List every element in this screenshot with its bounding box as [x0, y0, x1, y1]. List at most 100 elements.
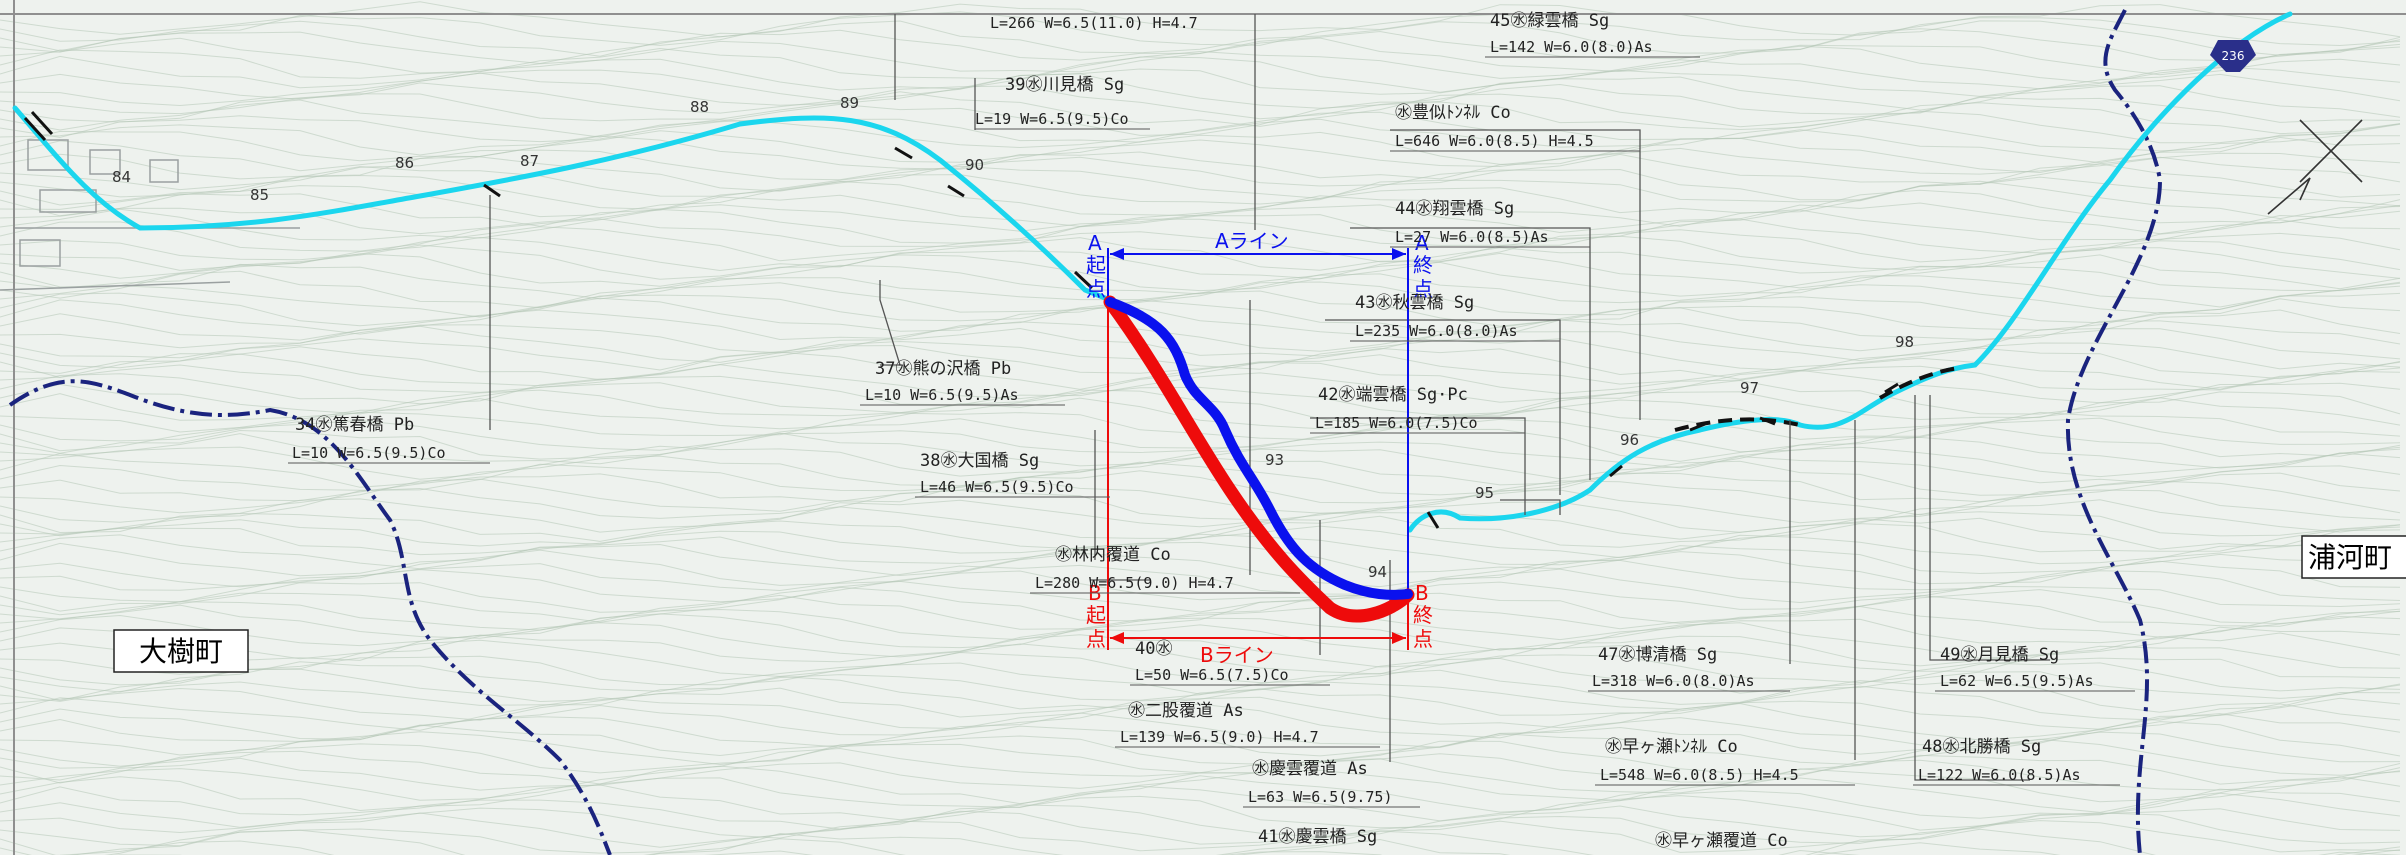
- contour-line: [0, 45, 2401, 84]
- contour-line: [0, 163, 2401, 201]
- a-start-text-2: 点: [1086, 277, 1106, 301]
- svg-text:㊌早ヶ瀬ﾄﾝﾈﾙ Co: ㊌早ヶ瀬ﾄﾝﾈﾙ Co: [1605, 737, 1738, 757]
- contour-line: [0, 397, 2401, 433]
- structure-label: 47㊌博清橋 Sg L=318 W=6.0(8.0)As: [1588, 645, 1790, 692]
- tunnel-dashes: [1674, 366, 1961, 432]
- structure-label: 40㊌ L=50 W=6.5(7.5)Co: [1130, 639, 1330, 686]
- svg-text:L=19 W=6.5(9.5)Co: L=19 W=6.5(9.5)Co: [975, 110, 1129, 128]
- contour-line: [0, 541, 2401, 577]
- contour-line: [0, 721, 2401, 757]
- kilo-post-label: 86: [395, 154, 414, 172]
- contour-line: [0, 452, 2401, 488]
- a-start-marker: A 起 点: [1086, 231, 1106, 301]
- contour-line: [0, 129, 2400, 165]
- contour-line: [0, 549, 2401, 588]
- contour-line: [0, 765, 2401, 805]
- b-start-marker: B 起 点: [1086, 581, 1106, 651]
- contour-line: [0, 622, 2401, 660]
- a-start-text-1: 起: [1086, 253, 1106, 277]
- svg-text:㊌早ヶ瀬覆道 Co: ㊌早ヶ瀬覆道 Co: [1655, 831, 1788, 851]
- town-boundary-left: [8, 379, 612, 855]
- b-end-marker: B 終 点: [1413, 581, 1433, 651]
- north-arrow-icon: [2267, 119, 2363, 215]
- contour-line: [0, 757, 2401, 794]
- contour-line: [0, 632, 2401, 668]
- svg-text:49㊌月見橋 Sg: 49㊌月見橋 Sg: [1940, 645, 2059, 665]
- structure-label: ㊌豊似ﾄﾝﾈﾙ Co L=646 W=6.0(8.5) H=4.5: [1390, 103, 1640, 152]
- leader-lines: [489, 14, 2050, 781]
- contour-line: [0, 379, 2401, 416]
- contour-line: [0, 66, 2401, 102]
- kilo-post-label: 88: [690, 98, 709, 116]
- contour-line: [0, 639, 2401, 677]
- route-b-line: [1103, 295, 1415, 623]
- svg-text:L=10 W=6.5(9.5)As: L=10 W=6.5(9.5)As: [865, 386, 1019, 404]
- svg-text:L=142 W=6.0(8.0)As: L=142 W=6.0(8.0)As: [1490, 38, 1653, 56]
- svg-text:45㊌緑雲橋 Sg: 45㊌緑雲橋 Sg: [1490, 11, 1609, 31]
- contour-line: [0, 351, 2401, 390]
- contour-line: [0, 99, 2401, 138]
- contour-line: [0, 20, 2401, 57]
- route-a-line: [1105, 297, 1413, 600]
- contour-line: [0, 344, 2401, 381]
- svg-text:㊌豊似ﾄﾝﾈﾙ Co: ㊌豊似ﾄﾝﾈﾙ Co: [1395, 103, 1511, 123]
- route-shield-number: 236: [2222, 49, 2245, 63]
- route-236-shield: 236: [2210, 40, 2256, 72]
- contour-line: [0, 1, 2401, 38]
- a-end-text-2: 点: [1413, 277, 1433, 301]
- b-line-guides: [1107, 300, 1409, 650]
- contour-line: [0, 594, 2401, 631]
- b-end-text-1: 終: [1413, 603, 1433, 627]
- svg-text:L=62 W=6.5(9.5)As: L=62 W=6.5(9.5)As: [1940, 672, 2094, 690]
- contour-line: [0, 91, 2401, 128]
- kilo-post-label: 90: [965, 156, 984, 174]
- contour-line: [0, 470, 2401, 504]
- contour-line: [0, 657, 2401, 695]
- a-end-marker: A 終 点: [1413, 231, 1433, 301]
- structure-label: 38㊌大国橋 Sg L=46 W=6.5(9.5)Co: [915, 451, 1110, 498]
- svg-text:L=122 W=6.0(8.5)As: L=122 W=6.0(8.5)As: [1918, 766, 2081, 784]
- svg-text:L=63 W=6.5(9.75): L=63 W=6.5(9.75): [1248, 788, 1393, 806]
- contour-line: [0, 651, 2401, 686]
- svg-text:L=185 W=6.0(7.5)Co: L=185 W=6.0(7.5)Co: [1315, 414, 1478, 432]
- contour-line: [0, 568, 2401, 604]
- svg-text:L=266 W=6.5(11.0) H=4.7: L=266 W=6.5(11.0) H=4.7: [990, 14, 1198, 32]
- contour-line: [0, 261, 2401, 300]
- a-line-guides: [1107, 248, 1409, 590]
- svg-text:38㊌大国橋 Sg: 38㊌大国橋 Sg: [920, 451, 1039, 471]
- svg-text:39㊌川見橋 Sg: 39㊌川見橋 Sg: [1005, 75, 1124, 95]
- contour-line: [0, 668, 2401, 705]
- town-name-left: 大樹町: [139, 635, 223, 668]
- svg-text:37㊌熊の沢橋 Pb: 37㊌熊の沢橋 Pb: [875, 359, 1011, 379]
- structure-label: ㊌林内覆道 Co L=280 W=6.5(9.0) H=4.7: [1030, 545, 1300, 594]
- structure-label: 44㊌翔雲橋 Sg L=27 W=6.0(8.5)As: [1390, 199, 1590, 248]
- contour-line: [0, 613, 2401, 651]
- svg-text:40㊌: 40㊌: [1135, 639, 1172, 659]
- b-line-label: Bライン: [1200, 643, 1274, 667]
- kilo-post-label: 94: [1368, 563, 1387, 581]
- structure-labels: L=266 W=6.5(11.0) H=4.7 39㊌川見橋 Sg L=19 W…: [288, 11, 2135, 851]
- structure-label: 49㊌月見橋 Sg L=62 W=6.5(9.5)As: [1935, 645, 2135, 692]
- contour-line: [0, 82, 2401, 120]
- town-label-right: 浦河町: [2301, 535, 2406, 579]
- contour-line: [0, 202, 2401, 235]
- svg-text:L=50 W=6.5(7.5)Co: L=50 W=6.5(7.5)Co: [1135, 666, 1289, 684]
- a-start-mark: A: [1088, 231, 1102, 255]
- svg-text:㊌慶雲覆道 As: ㊌慶雲覆道 As: [1252, 759, 1368, 779]
- contour-line: [0, 147, 2401, 181]
- kilo-post-label: 93: [1265, 451, 1284, 469]
- town-name-right: 浦河町: [2308, 541, 2392, 574]
- kilo-post-label: 85: [250, 186, 269, 204]
- contour-line: [0, 338, 2401, 372]
- structure-label: ㊌慶雲覆道 As L=63 W=6.5(9.75): [1243, 759, 1420, 808]
- contour-line: [0, 153, 2401, 192]
- structure-label: ㊌早ヶ瀬ﾄﾝﾈﾙ Co L=548 W=6.0(8.5) H=4.5: [1595, 737, 1855, 786]
- kilo-post-label: 96: [1620, 431, 1639, 449]
- line-arrowheads: [1110, 248, 1406, 644]
- contour-line: [0, 675, 2401, 713]
- b-start-text-2: 点: [1086, 627, 1106, 651]
- national-route-road: [12, 11, 2293, 533]
